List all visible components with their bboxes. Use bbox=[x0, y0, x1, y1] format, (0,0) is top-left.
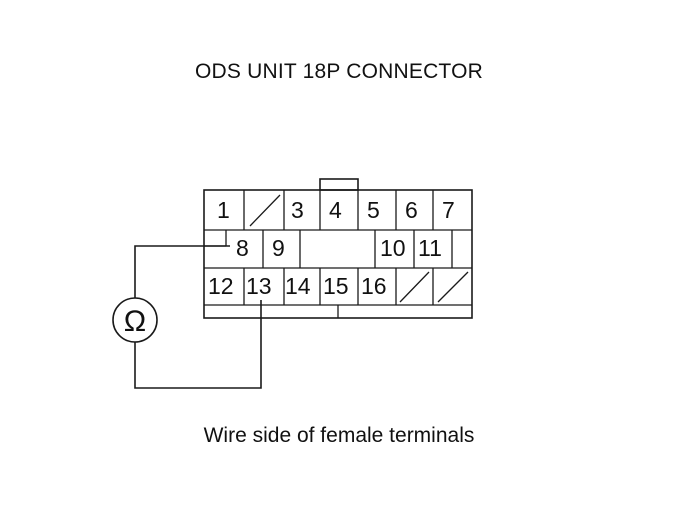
diagram-title: ODS UNIT 18P CONNECTOR bbox=[195, 60, 483, 83]
terminal-13: 13 bbox=[246, 273, 272, 299]
terminal-16: 16 bbox=[361, 273, 387, 299]
terminal-7: 7 bbox=[442, 197, 455, 223]
test-lead-to-terminal-8 bbox=[134, 245, 230, 298]
terminal-10: 10 bbox=[380, 235, 406, 261]
terminal-18-blank-slash bbox=[437, 271, 469, 303]
row-1: 1 3 4 5 6 7 bbox=[217, 190, 455, 230]
connector-lock-tab bbox=[319, 178, 359, 191]
terminal-1: 1 bbox=[217, 197, 230, 223]
row-2: 8 9 10 11 bbox=[204, 230, 453, 268]
diagram-caption: Wire side of female terminals bbox=[203, 424, 475, 447]
terminal-6: 6 bbox=[405, 197, 418, 223]
terminal-8: 8 bbox=[236, 235, 249, 261]
terminal-15: 15 bbox=[323, 273, 349, 299]
terminal-12: 12 bbox=[208, 273, 234, 299]
terminal-11: 11 bbox=[418, 235, 442, 261]
terminal-17-blank-slash bbox=[399, 271, 430, 303]
ohmmeter-symbol: Ω bbox=[124, 305, 146, 338]
terminal-5: 5 bbox=[367, 197, 380, 223]
terminal-4: 4 bbox=[329, 197, 342, 223]
ohmmeter-circle bbox=[112, 297, 158, 343]
row-3: 12 13 14 15 16 bbox=[208, 268, 469, 305]
terminal-3: 3 bbox=[291, 197, 304, 223]
terminal-9: 9 bbox=[272, 235, 285, 261]
terminal-2-blank-slash bbox=[249, 194, 281, 227]
terminal-14: 14 bbox=[285, 273, 311, 299]
test-lead-to-terminal-13 bbox=[134, 300, 262, 389]
